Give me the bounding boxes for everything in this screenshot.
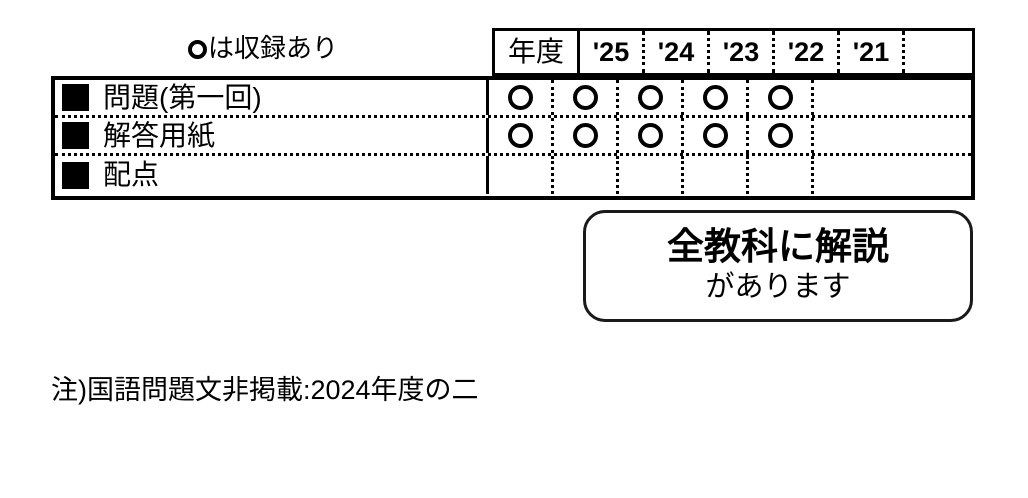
filled-square-icon — [62, 122, 89, 149]
circle-outline-icon — [572, 85, 598, 110]
year-column-header: '22 — [775, 31, 840, 73]
circle-outline-icon — [702, 123, 728, 148]
filled-square-icon — [62, 161, 89, 189]
circle-outline-icon — [507, 123, 533, 148]
mark-cell — [489, 118, 554, 153]
mark-cell — [554, 80, 619, 115]
year-label: '25 — [592, 36, 630, 67]
footnote: 注)国語問題文非掲載:2024年度の二 — [51, 375, 479, 405]
mark-cell — [749, 118, 814, 153]
mark-cell — [684, 80, 749, 115]
year-column-header: '25 — [580, 31, 645, 73]
year-columns-header: '25 '24 '23 '22 '21 — [580, 28, 975, 76]
row-label-cell: 解答用紙 — [55, 118, 489, 153]
legend-label: は収録あり — [208, 33, 339, 63]
circle-outline-icon — [507, 85, 533, 110]
mark-cell — [619, 80, 684, 115]
year-label: '21 — [852, 36, 890, 67]
mark-cell-empty — [554, 156, 619, 194]
year-header-cell: 年度 — [492, 28, 580, 76]
year-header-label: 年度 — [507, 36, 564, 67]
circle-outline-icon — [188, 40, 207, 59]
circle-outline-icon — [767, 85, 793, 110]
row-label-cell: 問題(第一回) — [55, 80, 489, 115]
row-marks — [489, 156, 971, 194]
table-row: 解答用紙 — [55, 118, 971, 156]
row-marks — [489, 80, 971, 115]
year-column-header: '23 — [710, 31, 775, 73]
row-label-cell: 配点 — [55, 156, 489, 194]
filled-square-icon — [62, 84, 89, 111]
callout-headline: 全教科に解説 — [667, 225, 889, 267]
mark-cell-empty — [684, 156, 749, 194]
mark-cell-empty — [814, 118, 971, 153]
mark-cell — [749, 80, 814, 115]
circle-outline-icon — [702, 85, 728, 110]
mark-cell — [619, 118, 684, 153]
year-column-header-empty — [905, 31, 972, 73]
mark-cell-empty — [814, 156, 971, 194]
year-label: '23 — [722, 36, 760, 67]
mark-cell — [684, 118, 749, 153]
circle-outline-icon — [767, 123, 793, 148]
mark-cell-empty — [814, 80, 971, 115]
row-label: 配点 — [103, 159, 160, 190]
mark-cell-empty — [749, 156, 814, 194]
table-row: 問題(第一回) — [55, 80, 971, 118]
legend: は収録あり — [188, 33, 338, 63]
table-row: 配点 — [55, 156, 971, 194]
contents-table: 問題(第一回) 解答用紙 — [51, 76, 975, 200]
callout-subline: があります — [705, 271, 851, 304]
year-column-header: '21 — [840, 31, 905, 73]
row-marks — [489, 118, 971, 153]
mark-cell — [554, 118, 619, 153]
row-label: 解答用紙 — [103, 119, 216, 151]
circle-outline-icon — [637, 85, 663, 110]
row-label: 問題(第一回) — [103, 81, 262, 113]
explanation-callout: 全教科に解説 があります — [583, 210, 973, 322]
circle-outline-icon — [572, 123, 598, 148]
year-label: '24 — [657, 36, 695, 67]
mark-cell-empty — [619, 156, 684, 194]
circle-outline-icon — [637, 123, 663, 148]
year-column-header: '24 — [645, 31, 710, 73]
mark-cell — [489, 80, 554, 115]
year-label: '22 — [787, 36, 825, 67]
mark-cell-empty — [489, 156, 554, 194]
